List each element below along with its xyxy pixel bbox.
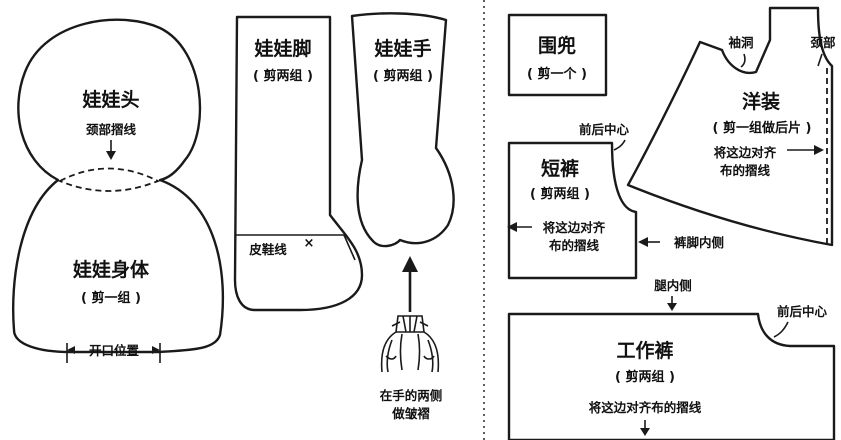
doll-hand-outline <box>350 12 455 248</box>
dress-outline <box>626 6 834 247</box>
dress-fold-label-line2: 布的摺线 <box>720 163 771 178</box>
bib-outline <box>507 13 608 97</box>
doll-head-body-piece: 娃娃头 颈部摺线 娃娃身体 ( 剪一组 ) 开口位置 <box>11 18 225 363</box>
shorts-center-label: 前后中心 <box>579 122 630 137</box>
hand-arrow-up-icon <box>402 256 418 272</box>
overalls-center-pointer <box>773 321 789 338</box>
overalls-fold-label: 将这边对齐布的摺线 <box>589 400 702 415</box>
doll-hand-piece: 娃娃手 ( 剪两组 ) 在手的两侧 做皱褶 <box>350 12 455 421</box>
doll-body-title: 娃娃身体 <box>72 258 150 281</box>
opening-left-arrow-icon <box>67 346 75 354</box>
shorts-inseam-label: 裤脚内侧 <box>674 235 724 250</box>
inseam-arrow-icon <box>638 237 648 247</box>
opening-right-arrow-icon <box>152 346 160 354</box>
doll-body-cut: ( 剪一组 ) <box>81 290 141 306</box>
shorts-title: 短裤 <box>541 157 579 180</box>
doll-foot-title: 娃娃脚 <box>253 38 311 60</box>
shorts-center-pointer <box>613 139 626 151</box>
overalls-center-label: 前后中心 <box>777 304 828 319</box>
overalls-outline <box>507 312 836 440</box>
doll-hand-cut: ( 剪两组 ) <box>373 68 433 84</box>
dress-fold-arrow-icon <box>814 145 824 155</box>
neck-fold-label: 颈部摺线 <box>85 122 137 137</box>
sleeve-hole-label: 袖洞 <box>728 35 753 50</box>
shorts-cut: ( 剪两组 ) <box>530 186 590 202</box>
leg-inner-label: 腿内侧 <box>654 278 692 293</box>
overalls-piece: 腿内侧 前后中心 工作裤 ( 剪两组 ) 将这边对齐布的摺线 <box>507 278 836 440</box>
dress-neck-pointer <box>817 53 823 67</box>
dress-cut: ( 剪一组做后片 ) <box>713 120 812 136</box>
shorts-piece: 前后中心 短裤 ( 剪两组 ) 将这边对齐 布的摺线 裤脚内侧 <box>507 122 724 280</box>
dress-piece: 袖洞 颈部 洋装 ( 剪一组做后片 ) 将这边对齐 布的摺线 <box>626 6 836 247</box>
opening-position-label: 开口位置 <box>89 343 140 358</box>
doll-head-title: 娃娃头 <box>81 89 139 111</box>
doll-hand-title: 娃娃手 <box>373 37 431 60</box>
hand-gather-note-line2: 做皱褶 <box>391 406 430 421</box>
doll-foot-cut: ( 剪两组 ) <box>253 68 313 84</box>
shorts-fold-label-line2: 布的摺线 <box>549 238 600 253</box>
doll-foot-outline <box>233 15 364 312</box>
hand-gather-note-line1: 在手的两侧 <box>380 388 443 403</box>
overalls-fold-arrow-icon <box>640 428 650 436</box>
shorts-fold-label-line1: 将这边对齐 <box>543 220 606 235</box>
bib-title: 围兜 <box>538 34 576 57</box>
gathered-hand-illustration <box>380 315 440 373</box>
sleeve-hole-pointer <box>740 53 746 68</box>
neck-fold-arrow-icon <box>106 151 116 160</box>
doll-foot-piece: 娃娃脚 ( 剪两组 ) 皮鞋线 × <box>233 15 364 312</box>
shorts-outline <box>507 141 638 280</box>
doll-head-body-outline <box>11 18 225 354</box>
dress-fold-label-line1: 将这边对齐 <box>714 145 777 160</box>
overalls-title: 工作裤 <box>616 339 673 362</box>
shorts-fold-arrow-icon <box>507 222 517 232</box>
bib-piece: 围兜 ( 剪一个 ) <box>507 13 608 97</box>
neck-fold-dashed-line <box>57 167 161 192</box>
shoe-line-label: 皮鞋线 <box>248 242 287 257</box>
shoe-line-x-mark: × <box>304 236 315 251</box>
bib-cut: ( 剪一个 ) <box>527 66 587 82</box>
dress-neck-label: 颈部 <box>809 35 836 50</box>
dress-title: 洋装 <box>742 90 780 113</box>
overalls-cut: ( 剪两组 ) <box>615 369 675 385</box>
leg-inner-arrow-icon <box>667 303 677 311</box>
shoe-line-slant <box>343 234 356 261</box>
